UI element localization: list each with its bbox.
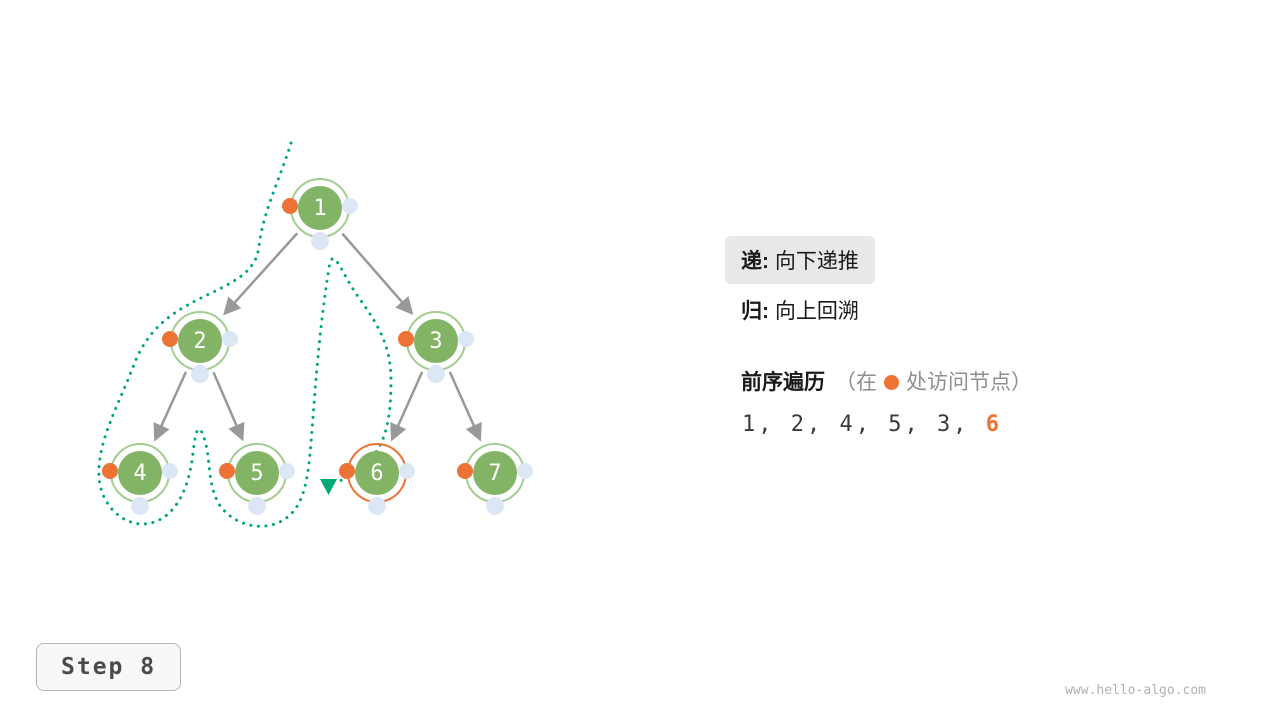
visit-marker-dot (339, 463, 355, 479)
legend-recurse: 递: 向下递推 (725, 236, 875, 284)
node-circle: 7 (473, 451, 517, 495)
node-circle: 6 (355, 451, 399, 495)
slot-dot-bottom (427, 365, 445, 383)
visit-marker-dot (457, 463, 473, 479)
tree-edge (390, 371, 424, 442)
visit-marker-dot (282, 198, 298, 214)
slot-dot-right (162, 463, 178, 479)
slot-dot-bottom (311, 232, 329, 250)
node-circle: 3 (414, 319, 458, 363)
legend-backtrack: 归: 向上回溯 (741, 295, 859, 325)
sequence-current: 6 (985, 412, 1002, 437)
slot-dot-right (342, 198, 358, 214)
slot-dot-right (458, 331, 474, 347)
tree-node-6: 6 (339, 443, 415, 515)
slot-dot-right (517, 463, 533, 479)
traversal-sequence: 1, 2, 4, 5, 3, 6 (742, 412, 1002, 437)
slot-dot-bottom (486, 497, 504, 515)
node-circle: 1 (298, 186, 342, 230)
watermark: www.hello-algo.com (1065, 683, 1206, 698)
slot-dot-bottom (368, 497, 386, 515)
legend-backtrack-text: 向上回溯 (774, 300, 859, 323)
visit-marker-dot (162, 331, 178, 347)
visit-marker-dot (398, 331, 414, 347)
recursion-trace-path (97, 141, 393, 528)
slot-dot-bottom (131, 497, 149, 515)
tree-edges (153, 232, 482, 442)
tree-edge (153, 371, 188, 442)
slot-dot-right (399, 463, 415, 479)
legend-recurse-text: 向下递推 (774, 250, 859, 273)
traversal-note-close: 处访问节点） (906, 371, 1032, 394)
tree-node-7: 7 (457, 443, 533, 515)
slot-dot-bottom (248, 497, 266, 515)
node-circle: 5 (235, 451, 279, 495)
visit-marker-dot (219, 463, 235, 479)
visit-marker-dot (102, 463, 118, 479)
slot-dot-bottom (191, 365, 209, 383)
traversal-title: 前序遍历 (741, 371, 825, 394)
tree-node-2: 2 (162, 311, 238, 383)
tree-edge (341, 232, 414, 315)
legend-recurse-key: 递: (741, 250, 769, 273)
slot-dot-right (222, 331, 238, 347)
tree-node-5: 5 (219, 443, 295, 515)
tree-edge (448, 371, 482, 442)
tree-edge (212, 371, 245, 442)
step-badge: Step 8 (36, 643, 182, 691)
slot-dot-right (279, 463, 295, 479)
node-circle: 4 (118, 451, 162, 495)
traversal-note-open: （在 (835, 371, 877, 394)
tree-node-3: 3 (398, 311, 474, 383)
legend-backtrack-key: 归: (741, 300, 769, 323)
node-circle: 2 (178, 319, 222, 363)
visit-dot-legend-icon (884, 375, 899, 390)
sequence-visited: 1, 2, 4, 5, 3, (742, 412, 986, 437)
tree-node-4: 4 (102, 443, 178, 515)
current-position-marker (320, 479, 337, 495)
traversal-caption: 前序遍历 （在 处访问节点） (741, 366, 1032, 396)
tree-node-1: 1 (282, 178, 358, 250)
tree-edge (223, 232, 299, 316)
